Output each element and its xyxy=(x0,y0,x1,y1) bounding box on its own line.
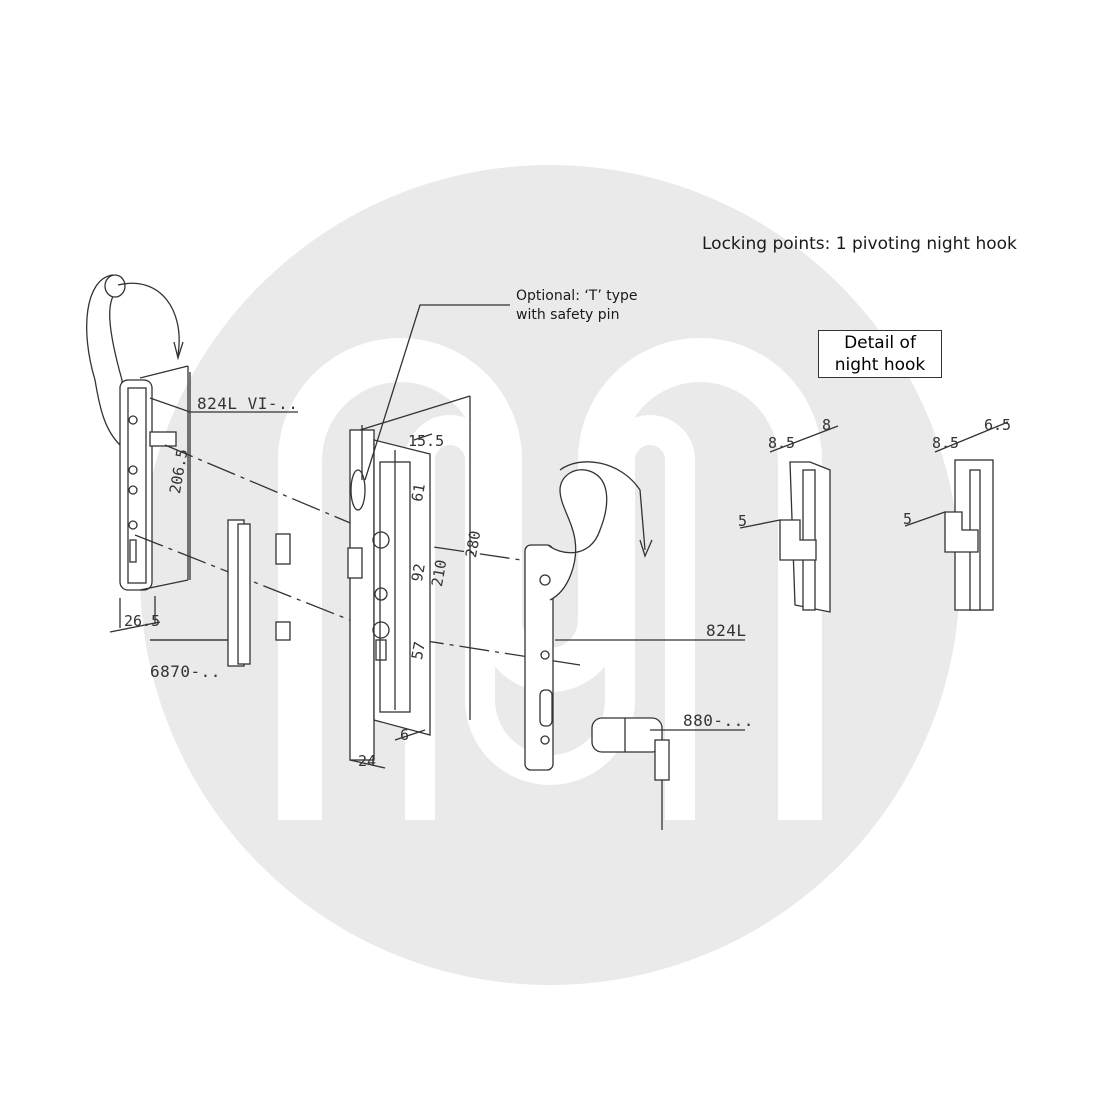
optional-note-line-1: Optional: ‘T’ type xyxy=(516,288,638,304)
detail-box: Detail of night hook xyxy=(818,330,942,378)
optional-note-line-2: with safety pin xyxy=(516,307,620,323)
dim-centres: 92 xyxy=(408,562,429,584)
label-cylinder: 880-... xyxy=(683,711,754,730)
cylinder-drawing xyxy=(591,717,745,830)
night-hook-detail-2 xyxy=(904,421,1009,611)
night-hook-detail-1 xyxy=(739,425,839,613)
dim-case-offset: 6 xyxy=(400,726,410,744)
inner-handle-drawing xyxy=(86,274,189,633)
keep-drawing xyxy=(227,519,291,667)
dim-hook1-depth: 5 xyxy=(738,512,748,530)
dim-handle-width: 26.5 xyxy=(124,612,161,630)
outer-handle-drawing xyxy=(524,461,745,771)
lock-case-drawing xyxy=(347,395,471,761)
dim-61: 61 xyxy=(408,482,429,504)
detail-box-line-2: night hook xyxy=(834,355,926,375)
label-inner-handle: 824L VI-.. xyxy=(197,394,299,413)
dim-57: 57 xyxy=(408,640,429,662)
dim-hook2-depth: 5 xyxy=(903,510,913,528)
dim-hook2-w1: 8.5 xyxy=(932,434,960,452)
dim-hook1-w2: 8 xyxy=(822,416,832,434)
dim-faceplate-width: 24 xyxy=(358,752,377,770)
detail-box-line-1: Detail of xyxy=(844,333,916,353)
dim-backset-top: 15.5 xyxy=(408,432,445,450)
label-keep: 6870-.. xyxy=(150,662,221,681)
diagram-title: Locking points: 1 pivoting night hook xyxy=(702,234,1017,254)
label-outer-handle: 824L xyxy=(706,621,747,640)
dim-hook1-w1: 8.5 xyxy=(768,434,796,452)
dim-hook2-w2: 6.5 xyxy=(984,416,1012,434)
line-drawing xyxy=(86,274,1009,830)
optional-note: Optional: ‘T’ type with safety pin xyxy=(516,287,638,325)
